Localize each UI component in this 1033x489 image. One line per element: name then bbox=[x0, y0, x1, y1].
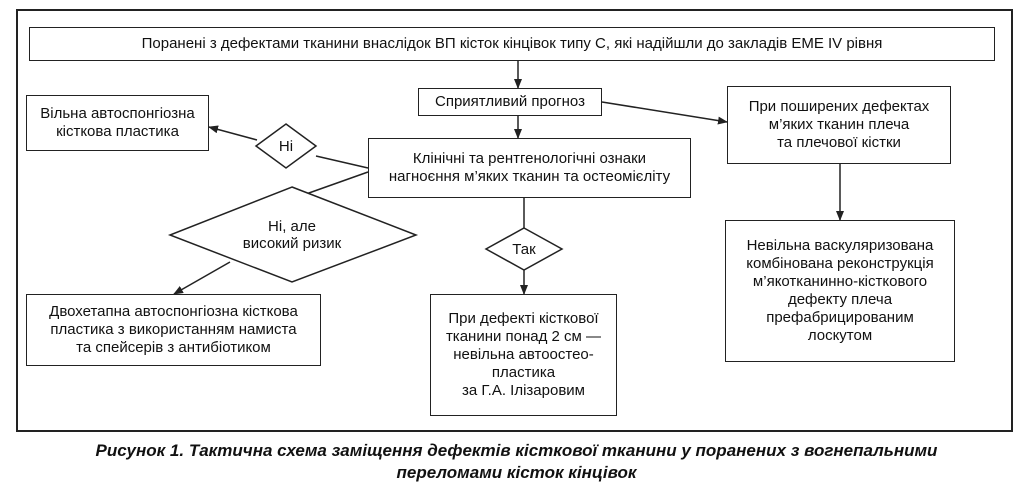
edge-clinical-to-no bbox=[315, 155, 369, 169]
node-ilizarov: При дефекті кісткової тканини понад 2 см… bbox=[430, 294, 617, 416]
edge-no-to-free-graft bbox=[208, 125, 258, 141]
node-clinical: Клінічні та рентгенологічні ознаки нагно… bbox=[368, 138, 691, 198]
node-free-graft: Вільна автоспонгіозна кісткова пластика bbox=[26, 95, 209, 151]
decision-yes-diamond bbox=[484, 227, 564, 271]
node-two-stage: Двохетапна автоспонгіозна кісткова пласт… bbox=[26, 294, 321, 366]
node-top: Поранені з дефектами тканини внаслідок В… bbox=[29, 27, 995, 61]
edge-favorable-to-soft-tissue bbox=[601, 101, 728, 125]
node-soft-tissue: При поширених дефектах м’яких тканин пле… bbox=[727, 86, 951, 164]
edge-high-risk-to-two-stage bbox=[173, 261, 231, 295]
diagram-frame bbox=[16, 9, 1013, 432]
decision-no-label: Ні bbox=[278, 138, 294, 155]
node-favorable: Сприятливий прогноз bbox=[418, 88, 602, 116]
decision-high-risk-label: Ні, але високий ризик bbox=[242, 218, 342, 252]
figure-caption: Рисунок 1. Тактична схема заміщення дефе… bbox=[95, 441, 938, 482]
node-vascular: Невільна васкуляризована комбінована рек… bbox=[725, 220, 955, 362]
decision-yes-label: Так bbox=[512, 241, 536, 258]
decision-no-diamond bbox=[254, 123, 318, 169]
decision-high-risk-diamond bbox=[167, 186, 419, 283]
